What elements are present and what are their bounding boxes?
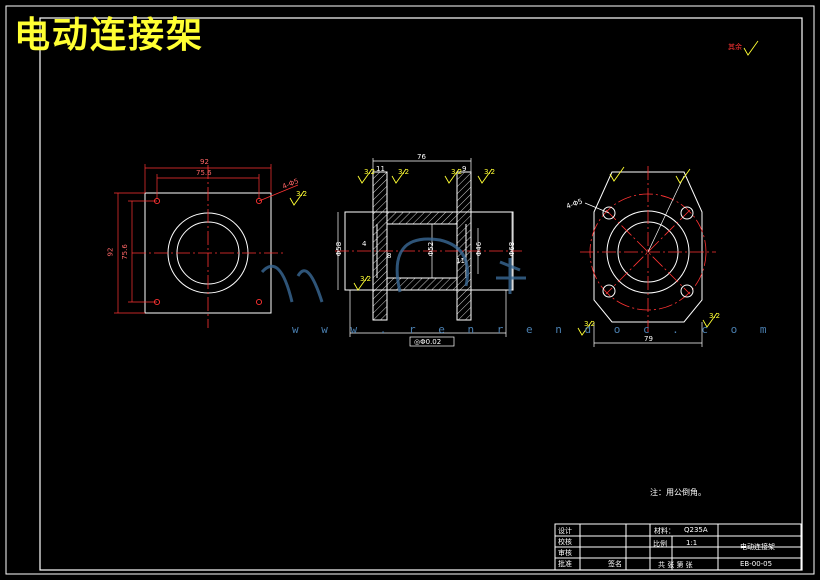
right-diag-1	[605, 209, 691, 295]
dim-middle-top: 76	[417, 153, 426, 161]
dim-middle-thk-left: 11	[376, 165, 385, 173]
roughness-symbols	[289, 40, 759, 336]
tb-checker: 校核	[558, 538, 572, 546]
roughness-value: 3.2	[296, 190, 308, 198]
dim-right-width: 79	[644, 335, 653, 343]
left-view	[114, 164, 299, 328]
right-view	[580, 166, 716, 347]
roughness-value: 3.2	[364, 168, 376, 176]
tb-sheets: 共 张 第 张	[658, 561, 693, 569]
tb-scale-label: 比例	[653, 540, 667, 548]
left-dimensions	[114, 164, 299, 314]
dim-left-inner-width: 75.6	[196, 169, 212, 177]
dim-middle-inner: Φ46	[475, 241, 484, 257]
right-leader	[647, 175, 685, 253]
tb-material: Q235A	[684, 526, 708, 534]
tb-part-name: 电动连接架	[740, 543, 775, 551]
roughness-value: 3.2	[484, 168, 496, 176]
title-block	[554, 523, 802, 571]
roughness-value: 3.2	[360, 275, 372, 283]
right-dimensions	[584, 202, 703, 347]
tb-designer: 设计	[558, 527, 572, 535]
tb-reviewer: 审核	[558, 549, 572, 557]
drawing-title: 电动连接架	[14, 15, 205, 56]
inner-frame	[39, 17, 803, 571]
dim-left-inner-height: 75.6	[120, 244, 129, 260]
watermark-url: w w w . r e n r e n d o c . c o m	[292, 323, 775, 336]
dim-middle-outer-right: Φ68	[508, 241, 517, 257]
right-holes	[602, 206, 694, 298]
roughness-value: 3.2	[398, 168, 410, 176]
right-diag-2	[605, 209, 691, 295]
tolerance-frame: ◎Φ0.02	[414, 338, 442, 346]
roughness-value: 3.2	[584, 320, 596, 328]
tb-drawing-no: EB-00-05	[740, 560, 773, 568]
dim-middle-11: 11	[456, 257, 465, 265]
tb-scale: 1:1	[686, 539, 698, 547]
dim-middle-8: 8	[387, 252, 392, 260]
watermark-logo	[260, 237, 526, 303]
tb-seal: 签名	[608, 560, 622, 568]
middle-view	[335, 158, 522, 347]
outer-frame	[5, 5, 815, 575]
roughness-note-mark: 其余	[728, 43, 742, 51]
middle-dimensions	[337, 158, 513, 347]
tb-material-label: 材料：	[654, 527, 675, 535]
dim-middle-thk-right: 9	[462, 165, 467, 173]
dim-middle-small: 4	[362, 240, 367, 248]
roughness-value: 3.2	[709, 312, 721, 320]
roughness-value: 3.2	[451, 168, 463, 176]
technical-note: 注：用公倒角。	[650, 488, 706, 497]
dim-middle-bore: Φ52	[427, 241, 436, 257]
dim-middle-outer-left: Φ58	[335, 241, 344, 257]
dim-left-outer-width: 92	[200, 158, 209, 166]
dim-left-outer-height: 92	[106, 247, 115, 257]
right-flange-outline	[593, 171, 703, 323]
tb-approver: 批准	[558, 560, 572, 568]
